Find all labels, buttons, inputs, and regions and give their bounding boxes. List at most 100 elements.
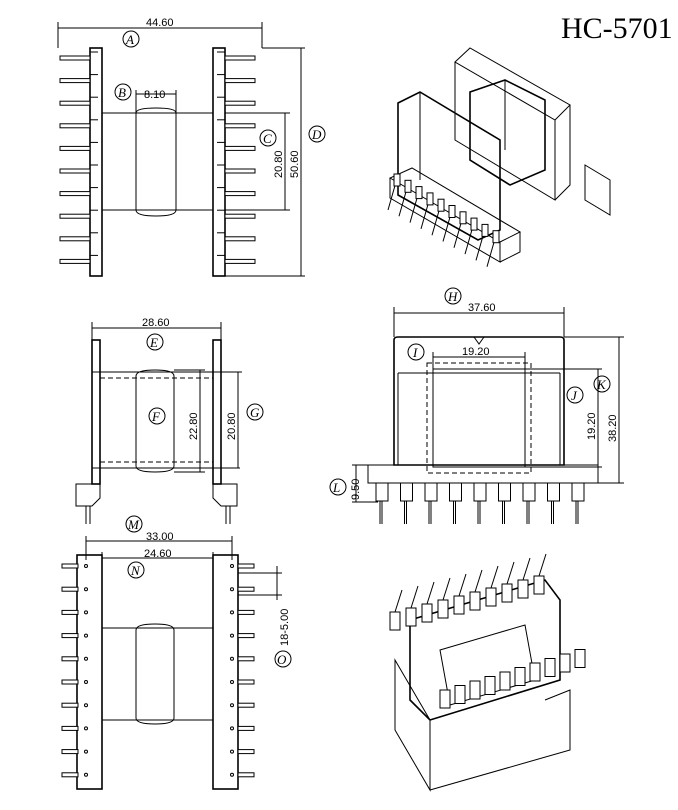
pin-housing	[415, 186, 423, 200]
pin	[442, 213, 452, 242]
label-f: F	[151, 409, 161, 424]
pin	[506, 561, 515, 585]
pin	[224, 55, 256, 61]
pins-right-bottom	[230, 563, 255, 778]
pin-housing	[473, 482, 487, 502]
pin	[61, 586, 79, 592]
pin	[458, 573, 467, 597]
pin-hole	[84, 726, 88, 731]
pin-housing	[389, 611, 401, 631]
dim-c-value: 20.80	[273, 150, 285, 178]
pin-housing	[405, 607, 417, 627]
pin	[224, 168, 256, 174]
pin	[237, 679, 255, 685]
pin	[59, 213, 91, 219]
pin	[61, 679, 79, 685]
pin	[237, 702, 255, 708]
pin	[224, 100, 256, 106]
pin-housing	[393, 173, 401, 187]
label-b: B	[118, 85, 126, 100]
label-o: O	[277, 652, 287, 667]
pin	[237, 609, 255, 615]
pin-housing	[522, 482, 536, 502]
pin-housing	[439, 689, 451, 709]
pin	[224, 258, 256, 264]
dim-f-value: 22.80	[188, 412, 200, 440]
label-e: E	[149, 335, 158, 350]
pin-housing	[421, 603, 433, 623]
label-j: J	[571, 388, 578, 403]
pin	[237, 633, 255, 639]
pin-housing	[498, 482, 511, 502]
pin	[59, 123, 91, 129]
pin	[490, 565, 499, 589]
pin	[61, 772, 79, 778]
pin	[453, 219, 463, 248]
pin	[486, 238, 496, 267]
pin-housing	[424, 482, 438, 502]
pin	[398, 188, 408, 217]
pin	[420, 200, 430, 230]
pin	[394, 589, 403, 613]
pin	[59, 145, 91, 151]
dim-h-value: 37.60	[468, 302, 496, 314]
dim-k-value: 38.20	[607, 414, 619, 442]
pin	[237, 586, 255, 592]
pin	[61, 656, 79, 662]
part-number-title: HC-5701	[561, 12, 673, 45]
dim-o-value: 18-5.00	[279, 609, 291, 646]
dim-a-value: 44.60	[146, 17, 174, 29]
pin-hole	[230, 772, 234, 777]
isometric-view-top	[387, 47, 611, 267]
pins-left-bottom	[61, 563, 88, 778]
label-m: M	[127, 517, 140, 532]
pin-housing	[492, 230, 500, 244]
pin	[224, 123, 256, 129]
pin-housing	[437, 198, 445, 212]
pin-hole	[84, 564, 88, 568]
pin	[59, 191, 91, 197]
pin	[409, 194, 419, 223]
pin	[61, 749, 79, 755]
isometric-pins-bottom	[389, 553, 586, 709]
pin	[224, 78, 256, 84]
pin-housing	[547, 482, 560, 502]
dim-j-value: 19.20	[586, 412, 598, 440]
pin-housing	[454, 685, 466, 704]
pin-hole	[84, 633, 88, 638]
dim-b-value: 8.10	[144, 89, 165, 101]
front-pins	[375, 482, 585, 524]
pin-housing	[514, 667, 526, 686]
pin-housing	[453, 595, 465, 615]
pin	[522, 557, 531, 581]
dim-e-value: 28.60	[142, 317, 170, 329]
pin-hole	[84, 656, 88, 661]
isometric-view-bottom	[389, 553, 586, 792]
side-view: 28.60 E 22.80 F 20.80 G	[75, 317, 264, 524]
pin-hole	[230, 587, 234, 592]
pin	[224, 236, 256, 242]
label-g: G	[250, 405, 260, 420]
pin	[59, 55, 91, 61]
label-a: A	[125, 32, 134, 47]
front-view: 37.60 H 19.20 I 19.20 J 38.20 K 9.50 L	[329, 287, 624, 524]
pin-hole	[230, 633, 234, 638]
pin-hole	[230, 610, 234, 615]
pin-hole	[230, 726, 234, 731]
pin-housing	[559, 653, 571, 673]
pin	[475, 232, 485, 261]
bottom-view: 33.00 M 24.60 N 18-5.00 O	[61, 515, 292, 790]
pin	[61, 702, 79, 708]
pin-hole	[84, 749, 88, 754]
pin-housing	[404, 179, 412, 193]
label-i: I	[412, 345, 418, 360]
pin	[59, 258, 91, 264]
pin-hole	[84, 703, 88, 708]
pin	[59, 168, 91, 174]
pin	[237, 725, 255, 731]
pin	[224, 191, 256, 197]
pin-housing	[574, 649, 586, 668]
pin-housing	[469, 591, 481, 611]
pin	[61, 633, 79, 639]
